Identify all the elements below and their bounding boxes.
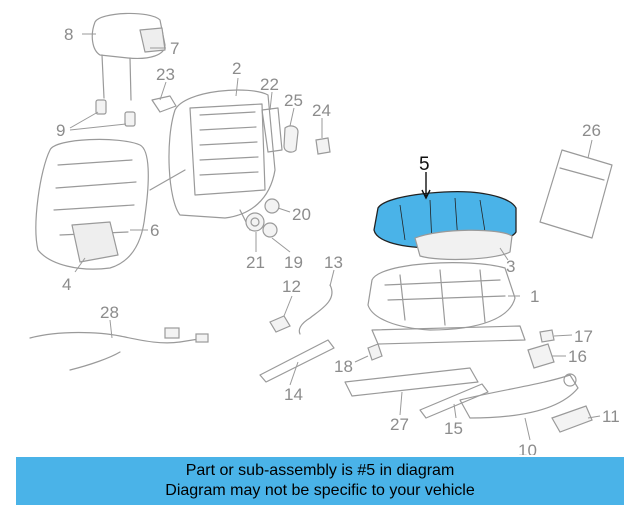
callout-27: 27	[390, 415, 409, 434]
callout-9: 9	[56, 121, 65, 140]
bolt-part-17[interactable]	[539, 329, 555, 343]
back-panel-part[interactable]	[539, 149, 613, 239]
callout-12: 12	[282, 277, 301, 296]
callout-17: 17	[574, 327, 593, 346]
washer-part-20[interactable]	[264, 198, 280, 214]
cover-part-19[interactable]	[262, 222, 278, 238]
side-trim-part-22[interactable]	[261, 107, 283, 153]
knob-part-11[interactable]	[551, 405, 593, 433]
rail-cover-part[interactable]	[259, 339, 335, 383]
headrest-part[interactable]	[91, 12, 166, 101]
clip-part-24[interactable]	[315, 137, 331, 155]
knob-part-25[interactable]	[283, 125, 299, 153]
callouts: 8 7 23 2 22 25 24 9 26 5 20 6 21 19 3 13…	[56, 25, 620, 455]
callout-19: 19	[284, 253, 303, 272]
callout-6: 6	[150, 221, 159, 240]
seat-parts-diagram: 8 7 23 2 22 25 24 9 26 5 20 6 21 19 3 13…	[29, 12, 620, 455]
callout-26: 26	[582, 121, 601, 140]
under-tray-part[interactable]	[344, 367, 479, 397]
side-trim-part-15[interactable]	[419, 383, 489, 419]
callout-7: 7	[170, 39, 179, 58]
callout-11: 11	[602, 407, 620, 426]
banner-line-disclaimer: Diagram may not be specific to your vehi…	[165, 482, 475, 499]
callout-3: 3	[506, 257, 515, 276]
leader-lines	[69, 33, 601, 441]
callout-23: 23	[156, 65, 175, 84]
callout-25: 25	[284, 91, 303, 110]
callout-15: 15	[444, 419, 463, 438]
recliner-part-21[interactable]	[245, 212, 265, 232]
callout-18: 18	[334, 357, 353, 376]
callout-2: 2	[232, 59, 241, 78]
callout-21: 21	[246, 253, 265, 272]
seat-cushion-cover-part[interactable]	[414, 229, 513, 261]
info-banner: Part or sub-assembly is #5 in diagram Di…	[16, 457, 624, 505]
switch-part-12[interactable]	[269, 315, 291, 333]
callout-24: 24	[312, 101, 331, 120]
callout-28: 28	[100, 303, 119, 322]
seat-frame-part[interactable]	[367, 262, 526, 345]
callout-4: 4	[62, 275, 71, 294]
callout-13: 13	[324, 253, 343, 272]
motor-part-16[interactable]	[527, 343, 555, 369]
headrest-guide-part[interactable]	[95, 99, 136, 127]
seatback-frame-part[interactable]	[149, 89, 276, 231]
seatback-cushion-part[interactable]	[35, 138, 149, 270]
side-shield-part[interactable]	[459, 373, 579, 419]
callout-5: 5	[419, 154, 430, 175]
callout-22: 22	[260, 75, 279, 94]
banner-line-part: Part or sub-assembly is #5 in diagram	[185, 462, 455, 479]
callout-8: 8	[64, 25, 73, 44]
callout-14: 14	[284, 385, 303, 404]
cable-part-13[interactable]	[298, 284, 333, 335]
callout-10: 10	[518, 441, 537, 455]
bracket-part-23[interactable]	[151, 95, 177, 113]
callout-1: 1	[530, 287, 539, 306]
fastener-part[interactable]	[367, 343, 383, 361]
wire-harness-part[interactable]	[29, 327, 209, 371]
callout-16: 16	[568, 347, 587, 366]
callout-20: 20	[292, 205, 311, 224]
